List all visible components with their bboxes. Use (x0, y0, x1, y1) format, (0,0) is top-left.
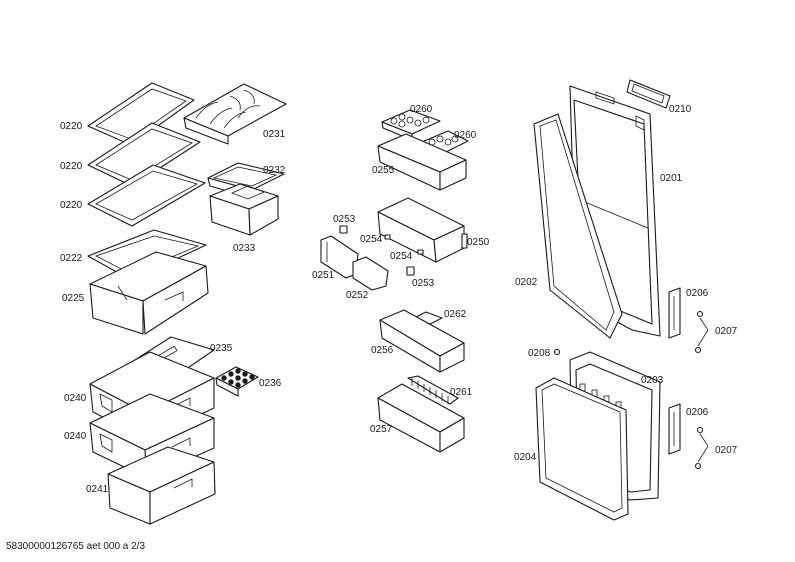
ice-cube-tray (215, 366, 259, 397)
label-0206-a: 0206 (686, 288, 709, 299)
label-0241: 0241 (86, 484, 109, 495)
glass-shelf-1 (87, 82, 195, 146)
label-0236: 0236 (259, 378, 282, 389)
label-0222: 0222 (60, 253, 83, 264)
label-0220-b: 0220 (60, 161, 83, 172)
label-0240-b: 0240 (64, 431, 87, 442)
label-0235: 0235 (210, 343, 233, 354)
label-0251: 0251 (312, 270, 335, 281)
glass-shelf-2 (87, 122, 201, 187)
door-shelf-middle (379, 309, 465, 373)
label-0203: 0203 (641, 375, 664, 386)
label-0260-a: 0260 (410, 104, 433, 115)
label-0255: 0255 (372, 165, 395, 176)
hinge-lower (668, 403, 681, 455)
label-0207-a: 0207 (715, 326, 738, 337)
glass-shelf-3 (87, 164, 206, 227)
label-0208: 0208 (528, 348, 551, 359)
label-0220-c: 0220 (60, 200, 83, 211)
drawing-reference-footer: 58300000126765 aet 000 a 2/3 (6, 541, 146, 552)
label-0207-b: 0207 (715, 445, 738, 456)
label-0250: 0250 (467, 237, 490, 248)
label-0206-b: 0206 (686, 407, 709, 418)
label-0262: 0262 (444, 309, 467, 320)
door-shelf-bottom (377, 383, 465, 453)
label-0201: 0201 (660, 173, 683, 184)
label-0233: 0233 (233, 243, 256, 254)
clip-0253-top (339, 225, 348, 234)
bottle-holder (407, 375, 459, 405)
small-box (209, 183, 279, 236)
upper-door-seal (533, 113, 623, 339)
label-0240-a: 0240 (64, 393, 87, 404)
label-0225: 0225 (62, 293, 85, 304)
label-0232: 0232 (263, 165, 286, 176)
label-0204: 0204 (514, 452, 537, 463)
label-0253-b: 0253 (412, 278, 435, 289)
clip-0253-bottom (406, 266, 415, 276)
screw-set-lower (694, 426, 709, 470)
label-0254-b: 0254 (390, 251, 413, 262)
vegetable-drawer-cover (89, 251, 209, 335)
label-0254-a: 0254 (360, 234, 383, 245)
label-0261: 0261 (450, 387, 473, 398)
label-0253-a: 0253 (333, 214, 356, 225)
door-shelf-top (377, 133, 467, 191)
label-0210: 0210 (669, 104, 692, 115)
door-flap-right (352, 256, 389, 291)
label-0202: 0202 (515, 277, 538, 288)
clip-0254-a (384, 234, 391, 240)
screw-set-upper (694, 310, 709, 354)
hinge-upper (668, 287, 681, 339)
door-handle-cover (626, 79, 671, 109)
bottle-rack (183, 83, 287, 145)
label-0252: 0252 (346, 290, 369, 301)
lower-door-seal (535, 377, 629, 521)
freezer-drawer-3 (107, 446, 216, 525)
label-0260-b: 0260 (454, 130, 477, 141)
door-clip (553, 348, 561, 356)
label-0231: 0231 (263, 129, 286, 140)
label-0220-a: 0220 (60, 121, 83, 132)
label-0256: 0256 (371, 345, 394, 356)
clip-0254-b (417, 249, 424, 255)
label-0257: 0257 (370, 424, 393, 435)
